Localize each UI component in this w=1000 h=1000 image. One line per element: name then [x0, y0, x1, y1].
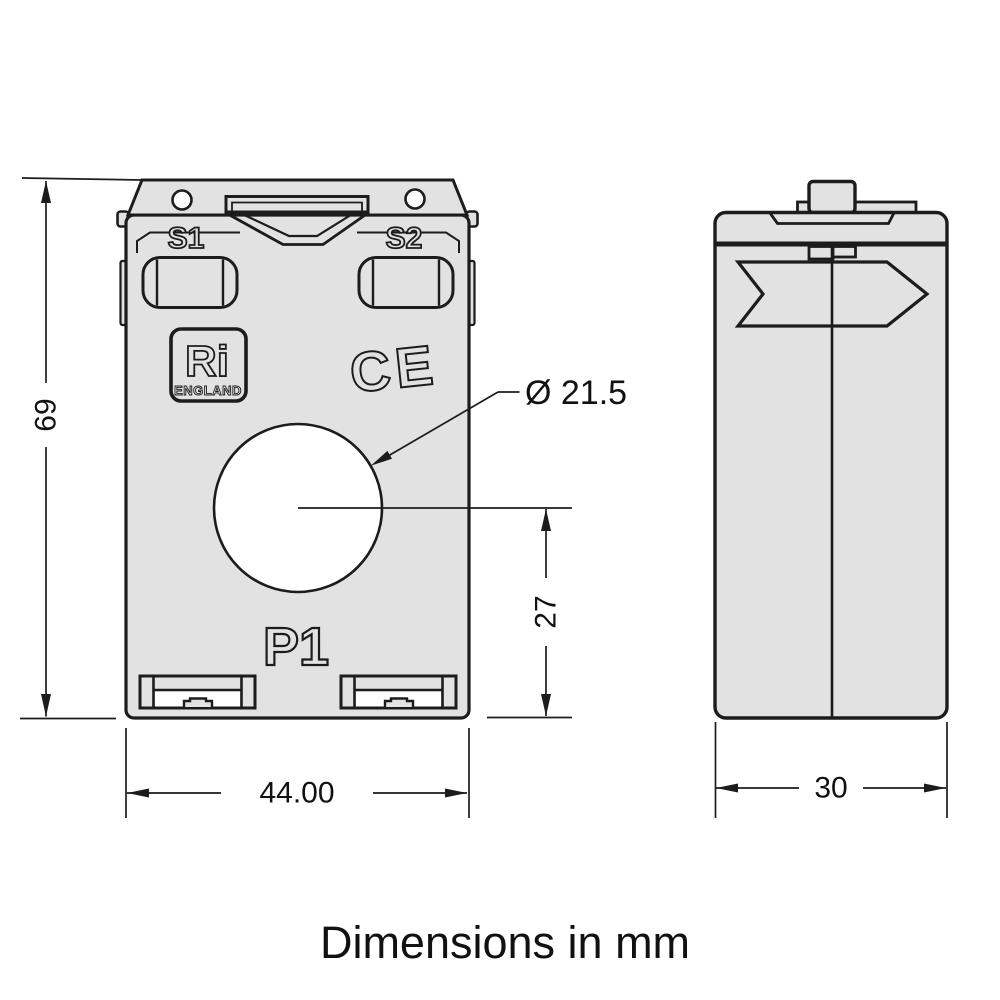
label-s2: S2: [386, 222, 423, 255]
terminal-slot-s1: [141, 256, 239, 309]
logo-country-text: ENGLAND: [174, 383, 242, 398]
latch-strip-inner: [239, 212, 355, 238]
label-s1: S1: [168, 222, 205, 255]
clip-left: [807, 245, 835, 261]
dimension-height: 69: [20, 177, 143, 720]
ext-line-top: [21, 177, 143, 181]
foot-right: [339, 674, 458, 710]
ce-mark: CE: [347, 333, 441, 405]
dimension-center-to-base: 27: [298, 507, 572, 719]
arrow-right-icon: [445, 788, 467, 798]
height-value: 69: [30, 398, 63, 431]
cap-hole-right: [404, 188, 426, 210]
top-recess: [768, 212, 896, 225]
brand-logo: Ri ENGLAND: [169, 327, 248, 403]
logo-frame: [169, 327, 248, 403]
side-view: [713, 179, 949, 720]
dimension-depth: 30: [714, 722, 948, 818]
arrow-down-icon: [541, 694, 551, 716]
chevron-arrow: [734, 260, 930, 328]
clip-right: [831, 245, 857, 259]
dimension-aperture: Ø 21.5: [370, 374, 627, 466]
arrow-right-icon: [924, 783, 946, 793]
latch-bar-inner-line: [231, 201, 363, 212]
cap-hole-left: [171, 189, 193, 211]
arrow-up-icon: [41, 181, 51, 203]
foot-left: [138, 674, 257, 710]
terminal-slot-s2: [357, 256, 455, 309]
aperture-diameter-value: Ø 21.5: [525, 374, 627, 412]
depth-value: 30: [814, 772, 847, 805]
arrow-up-icon: [541, 509, 551, 531]
label-p1: P1: [263, 617, 329, 677]
footer-note: Dimensions in mm: [320, 917, 690, 968]
center-to-base-value: 27: [530, 595, 563, 628]
foot-right-clip-tab: [383, 697, 415, 707]
front-view: S1 S2 Ri ENGLAND CE P1: [116, 178, 479, 720]
leader-arrow-icon: [370, 450, 392, 466]
latch-strip-outer: [225, 211, 369, 246]
latch-bar: [224, 195, 370, 214]
arrow-down-icon: [41, 694, 51, 717]
leader-diagonal: [375, 391, 499, 464]
inner-outline-right: [357, 231, 460, 253]
dimension-width: 44.00: [125, 728, 470, 818]
width-value: 44.00: [259, 777, 334, 810]
logo-brand-text: Ri: [185, 337, 229, 386]
arrow-left-icon: [716, 783, 738, 793]
foot-left-clip-tab: [182, 697, 214, 707]
inner-outline-left: [136, 231, 240, 253]
arrow-left-icon: [127, 788, 149, 798]
top-tab: [807, 179, 857, 215]
